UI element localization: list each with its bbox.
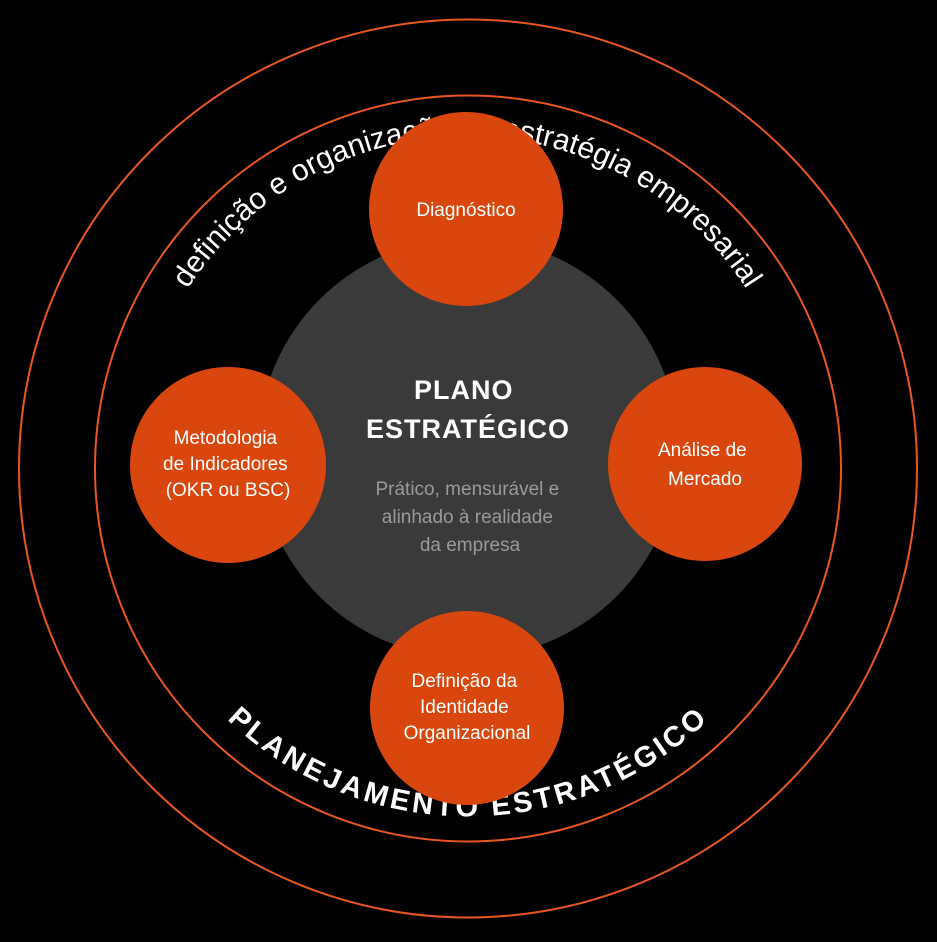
inner-ring — [94, 94, 842, 843]
bubble-diagnostico-line-1: Diagnóstico — [416, 200, 515, 221]
bubble-analise-mercado-line-2: Mercado — [668, 469, 742, 490]
bubble-metodologia-indicadores-label: Metodologia de Indicadores (OKR ou BSC) — [163, 428, 293, 501]
center-subtitle-line-3: da empresa — [420, 535, 521, 556]
bubble-diagnostico-circle — [369, 112, 563, 306]
bubble-analise-mercado-line-1: Análise de — [658, 440, 747, 461]
center-subtitle-line-1: Prático, mensurável e — [375, 479, 559, 500]
bubble-diagnostico-label: Diagnóstico — [416, 200, 515, 221]
bubble-identidade-organizacional-line-3: Organizacional — [404, 723, 531, 744]
bubble-identidade-organizacional-circle — [370, 611, 564, 805]
center-title: PLANO ESTRATÉGICO — [366, 375, 570, 444]
bubble-analise-mercado-circle — [608, 367, 802, 561]
bubble-analise-mercado-label: Análise de Mercado — [658, 440, 752, 490]
outer-ring — [18, 18, 918, 919]
bubble-diagnostico: Diagnóstico — [369, 112, 563, 306]
bubble-identidade-organizacional-line-1: Definição da — [412, 671, 518, 692]
center-disc — [258, 238, 678, 658]
bubble-identidade-organizacional-label: Definição da Identidade Organizacional — [404, 671, 531, 744]
bubble-metodologia-indicadores-circle — [130, 367, 326, 563]
bubble-metodologia-indicadores-line-1: Metodologia — [174, 428, 278, 449]
bubble-metodologia-indicadores-line-3: (OKR ou BSC) — [166, 480, 291, 501]
bubble-metodologia-indicadores-line-2: de Indicadores — [163, 454, 288, 475]
center-subtitle-line-2: alinhado à realidade — [382, 507, 553, 528]
center-title-line-2: ESTRATÉGICO — [366, 413, 570, 444]
bubble-identidade-organizacional: Definição da Identidade Organizacional — [370, 611, 564, 805]
center-title-line-1: PLANO — [414, 375, 514, 405]
bubble-metodologia-indicadores: Metodologia de Indicadores (OKR ou BSC) — [130, 367, 326, 563]
bubble-analise-mercado: Análise de Mercado — [608, 367, 802, 561]
bubble-identidade-organizacional-line-2: Identidade — [420, 697, 509, 718]
center-subtitle: Prático, mensurável e alinhado à realida… — [375, 479, 564, 556]
